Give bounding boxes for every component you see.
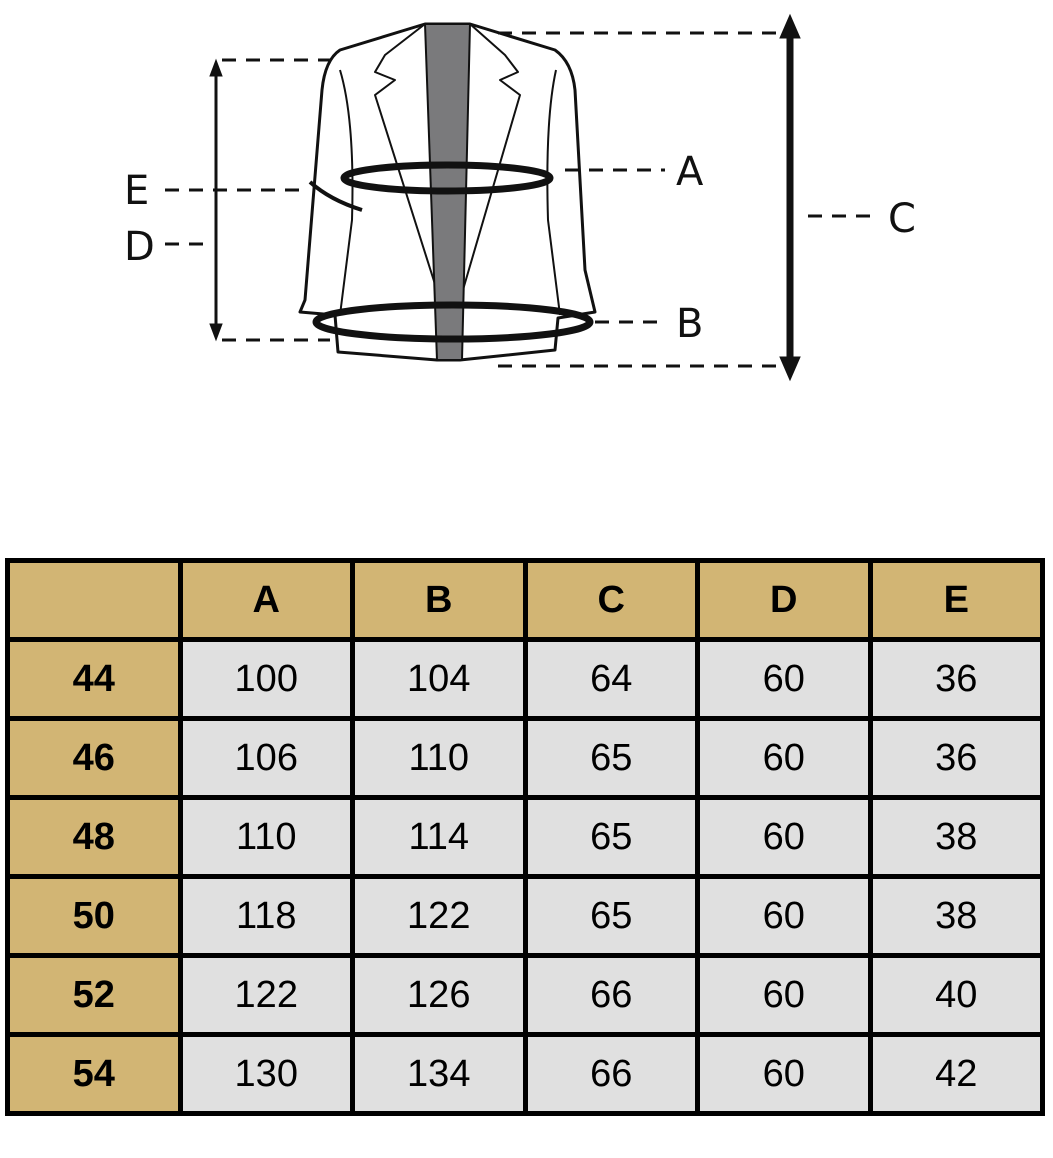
value-cell: 60 xyxy=(695,716,873,800)
label-c: C xyxy=(888,196,916,242)
header-d: D xyxy=(695,558,873,642)
value-cell: 36 xyxy=(867,637,1045,721)
value-cell: 65 xyxy=(522,874,700,958)
header-a: A xyxy=(177,558,355,642)
value-cell: 130 xyxy=(177,1032,355,1116)
label-b: B xyxy=(676,301,703,347)
value-cell: 60 xyxy=(695,1032,873,1116)
value-cell: 106 xyxy=(177,716,355,800)
value-cell: 134 xyxy=(350,1032,528,1116)
value-cell: 114 xyxy=(350,795,528,879)
label-d: D xyxy=(124,224,155,270)
label-e: E xyxy=(124,168,149,214)
value-cell: 126 xyxy=(350,953,528,1037)
value-cell: 60 xyxy=(695,953,873,1037)
size-cell: 54 xyxy=(5,1032,183,1116)
value-cell: 38 xyxy=(867,874,1045,958)
header-corner xyxy=(5,558,183,642)
value-cell: 122 xyxy=(350,874,528,958)
size-cell: 52 xyxy=(5,953,183,1037)
value-cell: 38 xyxy=(867,795,1045,879)
length-arrows xyxy=(209,13,801,382)
jacket-measurement-diagram: A B C D E xyxy=(124,13,916,382)
value-cell: 64 xyxy=(522,637,700,721)
header-b: B xyxy=(350,558,528,642)
value-cell: 66 xyxy=(522,953,700,1037)
header-c: C xyxy=(522,558,700,642)
value-cell: 40 xyxy=(867,953,1045,1037)
header-e: E xyxy=(867,558,1045,642)
size-cell: 44 xyxy=(5,637,183,721)
value-cell: 118 xyxy=(177,874,355,958)
value-cell: 60 xyxy=(695,874,873,958)
value-cell: 60 xyxy=(695,637,873,721)
value-cell: 104 xyxy=(350,637,528,721)
label-a: A xyxy=(676,149,704,195)
size-cell: 46 xyxy=(5,716,183,800)
value-cell: 36 xyxy=(867,716,1045,800)
measurement-loops xyxy=(308,161,594,343)
size-cell: 50 xyxy=(5,874,183,958)
value-cell: 110 xyxy=(177,795,355,879)
value-cell: 42 xyxy=(867,1032,1045,1116)
guide-lines xyxy=(165,31,870,368)
value-cell: 122 xyxy=(177,953,355,1037)
value-cell: 60 xyxy=(695,795,873,879)
header-row: A B C D E xyxy=(5,558,1045,642)
value-cell: 66 xyxy=(522,1032,700,1116)
size-cell: 48 xyxy=(5,795,183,879)
value-cell: 65 xyxy=(522,716,700,800)
value-cell: 100 xyxy=(177,637,355,721)
value-cell: 110 xyxy=(350,716,528,800)
value-cell: 65 xyxy=(522,795,700,879)
